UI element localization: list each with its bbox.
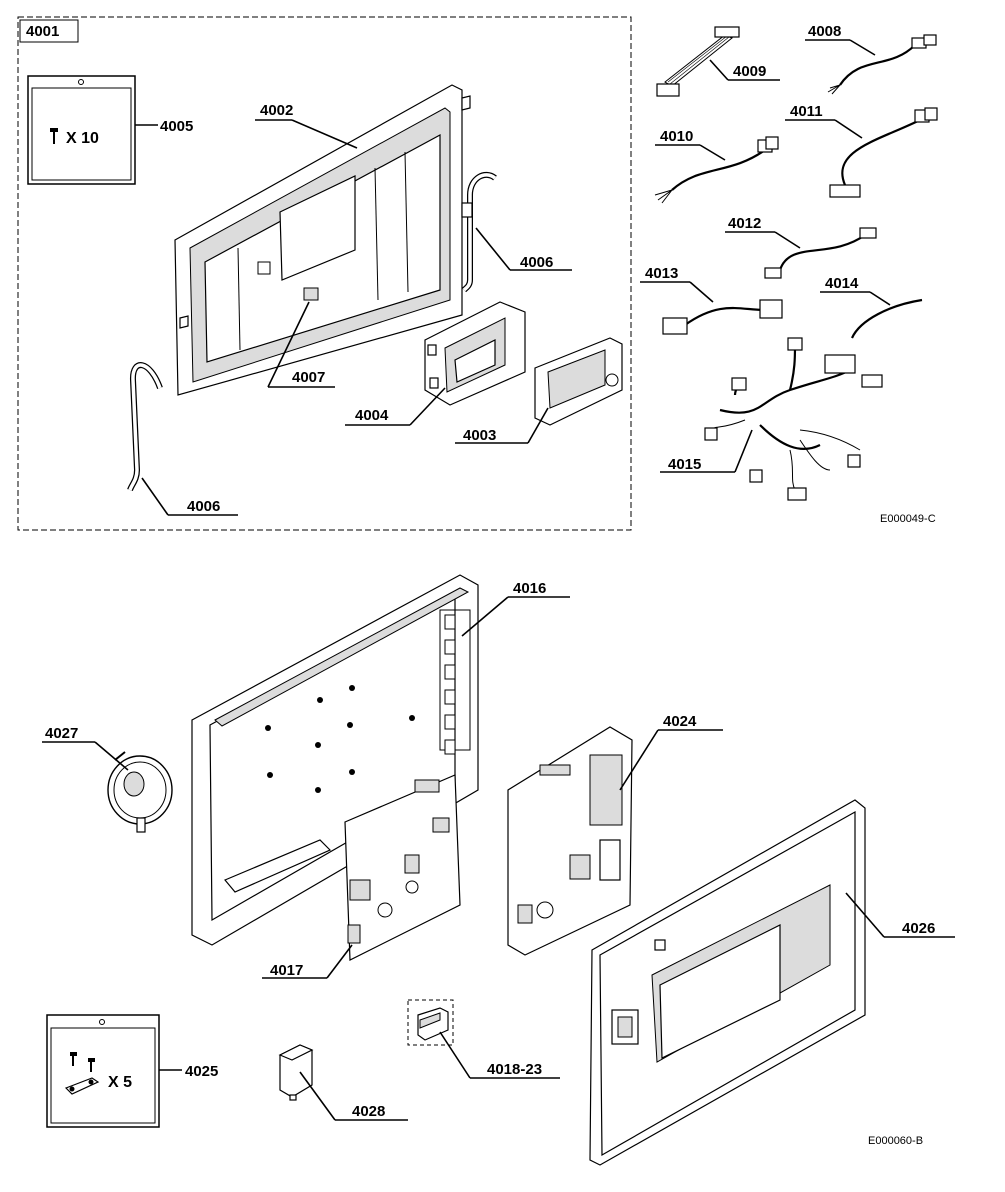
- cable-4011: [829, 107, 938, 198]
- flat-cable-4009: [656, 26, 740, 97]
- cable-4008: [827, 34, 937, 95]
- harness-4015: [704, 337, 883, 501]
- callout-4005: 4005: [160, 118, 193, 135]
- callout-4010: 4010: [660, 128, 693, 145]
- clamp-icon: [64, 1077, 100, 1095]
- callout-4006-left: 4006: [187, 498, 220, 515]
- callout-4014: 4014: [825, 275, 859, 292]
- callout-4003: 4003: [463, 427, 496, 444]
- callout-4016: 4016: [513, 580, 546, 597]
- connector-4018-23: [407, 999, 454, 1046]
- display-4003: [534, 337, 623, 426]
- callout-4015: 4015: [668, 456, 701, 473]
- display-holder-4004: [424, 301, 526, 406]
- tube-4006-left: [127, 362, 163, 492]
- drawing-code-top: E000049-C: [880, 513, 936, 525]
- callout-4017: 4017: [270, 962, 303, 979]
- button-4007: [303, 287, 319, 301]
- callout-4025: 4025: [185, 1063, 218, 1080]
- pressure-switch-4027: [107, 751, 173, 833]
- screw-bag-4005: X 10: [27, 75, 136, 185]
- callout-4002: 4002: [260, 102, 293, 119]
- callout-4006-right: 4006: [520, 254, 553, 271]
- pcb-4017: [344, 774, 461, 961]
- callout-4027: 4027: [45, 725, 78, 742]
- callout-4007: 4007: [292, 369, 325, 386]
- screw-icon: [70, 1052, 95, 1072]
- quantity-4025: X 5: [108, 1074, 132, 1091]
- callout-4028: 4028: [352, 1103, 385, 1120]
- group-frame-4001: 4001: [17, 16, 632, 531]
- quantity-4005: X 10: [66, 130, 99, 147]
- pcb-4024: [507, 726, 633, 956]
- cable-4010: [654, 136, 779, 204]
- cable-4013: [662, 299, 783, 335]
- callout-4004: 4004: [355, 407, 389, 424]
- cable-4012: [764, 227, 877, 279]
- callout-4009: 4009: [733, 63, 766, 80]
- control-box-frame-4016: [191, 574, 479, 946]
- callout-4018-23: 4018-23: [487, 1061, 542, 1078]
- screw-bag-4025: X 5: [46, 1014, 160, 1128]
- group-label-4001: 4001: [26, 23, 59, 40]
- callout-4024: 4024: [663, 713, 697, 730]
- callout-4026: 4026: [902, 920, 935, 937]
- cable-4014: [850, 298, 923, 339]
- callout-4008: 4008: [808, 23, 841, 40]
- callout-4012: 4012: [728, 215, 761, 232]
- callout-4011: 4011: [790, 103, 823, 120]
- screw-icon: [50, 128, 58, 144]
- tube-4006-right: [461, 171, 497, 293]
- cover-4026: [589, 799, 866, 1166]
- callout-4013: 4013: [645, 265, 678, 282]
- cap-4028: [278, 1044, 314, 1101]
- front-panel-4002: [174, 84, 471, 396]
- drawing-code-bottom: E000060-B: [868, 1135, 923, 1147]
